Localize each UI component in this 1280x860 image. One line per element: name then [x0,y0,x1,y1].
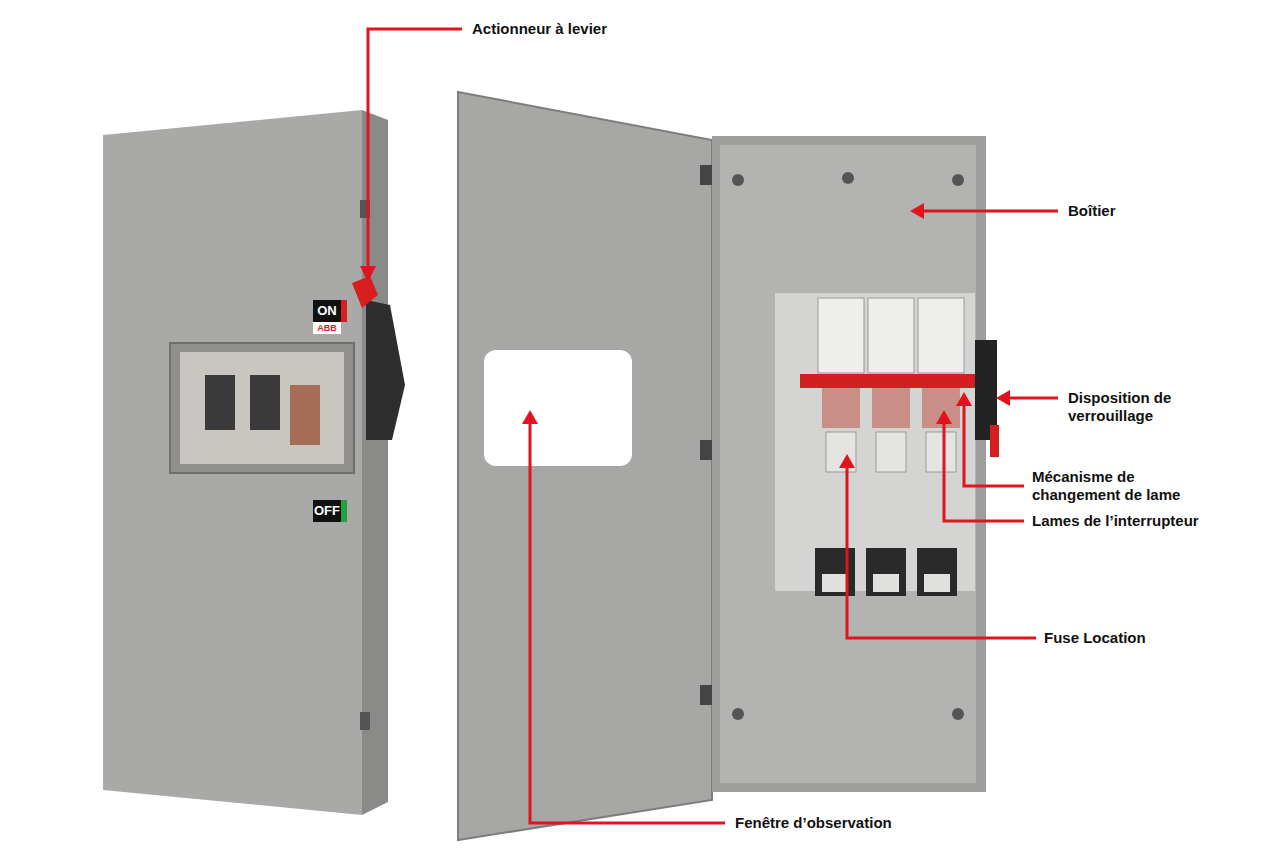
leader-line [964,404,1024,486]
part-label: Fenêtre d’observation [733,814,894,832]
lug-screw [873,574,899,592]
arrowhead [839,454,855,468]
mount-hole [952,174,964,186]
switch-pole [250,375,280,430]
off-marking: OFF [313,500,341,522]
switch-blade [872,388,910,428]
switch-blade [922,388,960,428]
arrowheads [360,203,1010,468]
hinge [360,712,370,730]
arrowhead [522,410,538,424]
line-terminal [868,298,914,373]
enclosure-front [103,110,362,815]
load-lug [815,548,855,596]
part-label: Actionneur à levier [470,20,609,38]
mount-hole [732,708,744,720]
lug-screw [822,574,848,592]
hinge [700,165,712,185]
door [458,92,712,840]
on-marking: ON [313,300,341,322]
off-indicator [341,500,347,522]
mount-hole [952,708,964,720]
leader-line [530,422,725,823]
arrowhead [996,390,1010,406]
leader-lines [368,29,1058,823]
leader-line [944,422,1024,521]
arrowhead [956,392,972,406]
part-label: Boîtier [1066,202,1118,220]
part-label: Disposition de verrouillage [1066,389,1220,425]
mount-hole [732,174,744,186]
lever-handle [352,276,378,308]
fuse-clip [876,432,906,472]
part-label: Lames de l’interrupteur [1030,512,1201,530]
enclosure-interior [720,145,976,783]
switch-pole [205,375,235,430]
handle-guard [366,300,405,440]
brand-marking: ABB [313,322,341,334]
door-window [484,350,632,466]
viewing-window-frame [170,343,354,473]
part-label: Fuse Location [1042,629,1148,647]
switch-pole [290,385,320,445]
switch-blade [822,388,860,428]
operating-bar [800,374,976,388]
part-label: Mécanisme de changement de lame [1030,468,1212,504]
arrowhead [910,203,924,219]
hinge [700,440,712,460]
line-terminal [918,298,964,373]
load-lug [866,548,906,596]
load-lug [917,548,957,596]
leader-line [847,466,1036,638]
on-indicator [341,300,347,322]
arrowhead [936,410,952,424]
mount-hole [842,172,854,184]
fuse-clip [926,432,956,472]
handle-grip [990,425,999,457]
viewing-window-glass [180,352,344,464]
leader-line [922,210,1058,213]
fuse-clip [826,432,856,472]
leader-line [368,29,462,268]
arrowhead [360,266,376,282]
line-terminal [818,298,864,373]
lug-screw [924,574,950,592]
hinge [700,685,712,705]
leader-line [1008,397,1058,400]
